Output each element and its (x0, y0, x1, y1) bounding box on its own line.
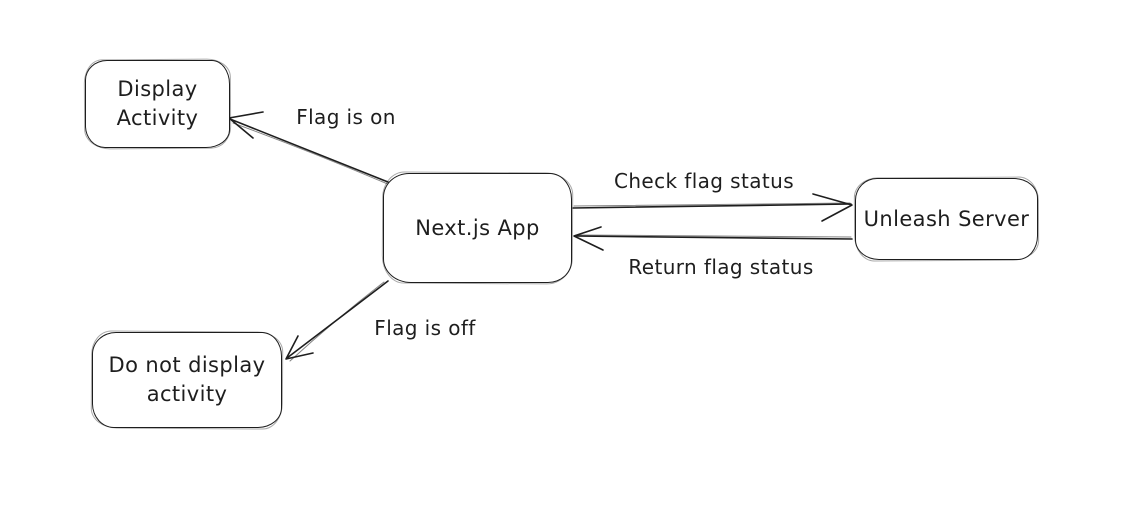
edge-label-check-flag-status: Check flag status (611, 169, 797, 193)
edge-label-return-flag-status: Return flag status (626, 255, 816, 279)
arrow-check-flag-status (572, 193, 853, 222)
edge-label-flag-is-off: Flag is off (372, 316, 478, 340)
node-do-not-display-activity: Do not display activity (92, 332, 282, 428)
node-label: Display Activity (116, 77, 199, 130)
node-nextjs-app: Next.js App (383, 173, 572, 283)
node-unleash-server: Unleash Server (855, 178, 1038, 260)
node-label: Next.js App (415, 215, 540, 240)
node-display-activity: Display Activity (85, 60, 230, 148)
arrow-return-flag-status (573, 226, 853, 251)
node-label: Unleash Server (863, 206, 1030, 231)
node-label: Do not display activity (108, 353, 266, 406)
edge-label-flag-is-on: Flag is on (294, 105, 398, 129)
arrow-flag-is-off (285, 280, 389, 362)
